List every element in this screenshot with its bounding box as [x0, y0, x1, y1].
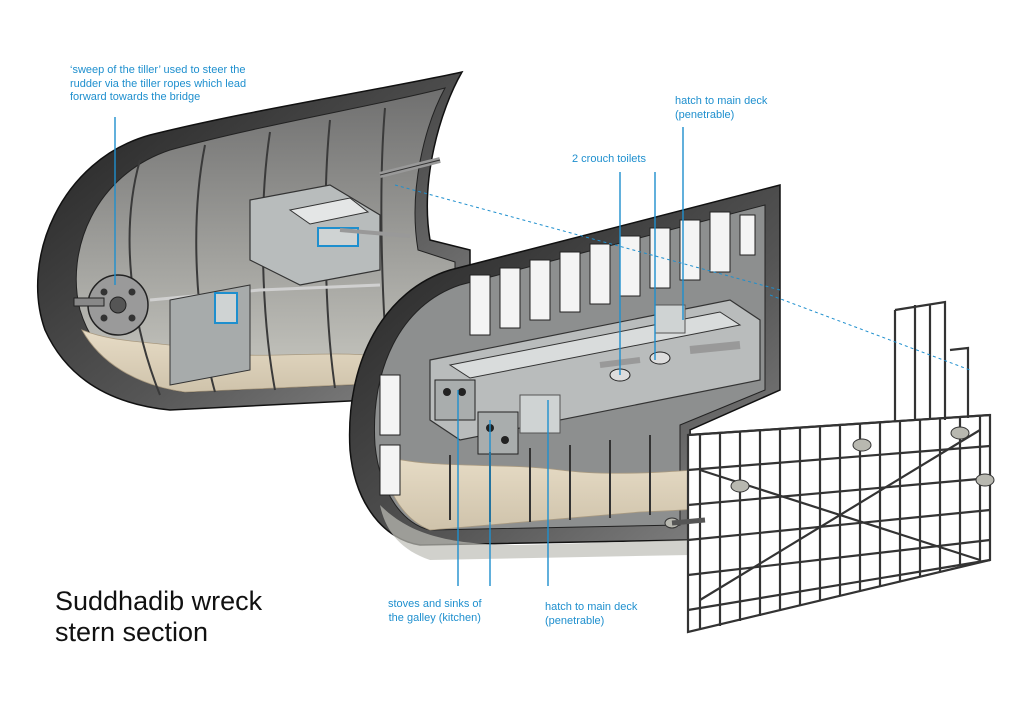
callout-hatch-top: hatch to main deck (penetrable): [675, 95, 767, 122]
callout-leaders: [114, 117, 684, 586]
mid-hull-section: [348, 184, 791, 560]
alignment-dashes: [394, 184, 971, 371]
stern-hull-piece: [37, 70, 471, 411]
diagram-title-line2: stern section: [55, 617, 209, 647]
callout-toilets-line1: 2 crouch toilets: [572, 153, 646, 165]
callout-tiller-line3: forward towards the bridge: [70, 91, 201, 103]
callout-galley-line1: stoves and sinks of: [388, 598, 482, 610]
diagram-title: Suddhadib wreck stern section: [55, 586, 262, 648]
frame-bolts: [664, 426, 995, 529]
callout-hatch-top-line1: hatch to main deck: [675, 95, 768, 107]
callout-toilets: 2 crouch toilets: [572, 153, 646, 167]
diagram-title-line1: Suddhadib wreck: [55, 586, 263, 616]
callout-hatch-top-line2: (penetrable): [675, 108, 735, 121]
callout-hatch-bottom-line2: (penetrable): [545, 614, 605, 627]
rudder-hub: [73, 274, 149, 336]
callout-hatch-bottom: hatch to main deck (penetrable): [545, 601, 637, 628]
callout-galley-line2: the galley (kitchen): [388, 611, 481, 624]
callout-tiller-line1: ‘sweep of the tiller’ used to steer the: [70, 64, 246, 76]
forward-frame-grid: [686, 300, 992, 634]
callout-hatch-bottom-line1: hatch to main deck: [545, 601, 638, 613]
callout-galley: stoves and sinks of the galley (kitchen): [388, 598, 482, 625]
stern-deck-structure: [169, 157, 441, 386]
callout-tiller: ‘sweep of the tiller’ used to steer the …: [70, 64, 246, 105]
callout-tiller-line2: rudder via the tiller ropes which lead: [70, 77, 247, 90]
